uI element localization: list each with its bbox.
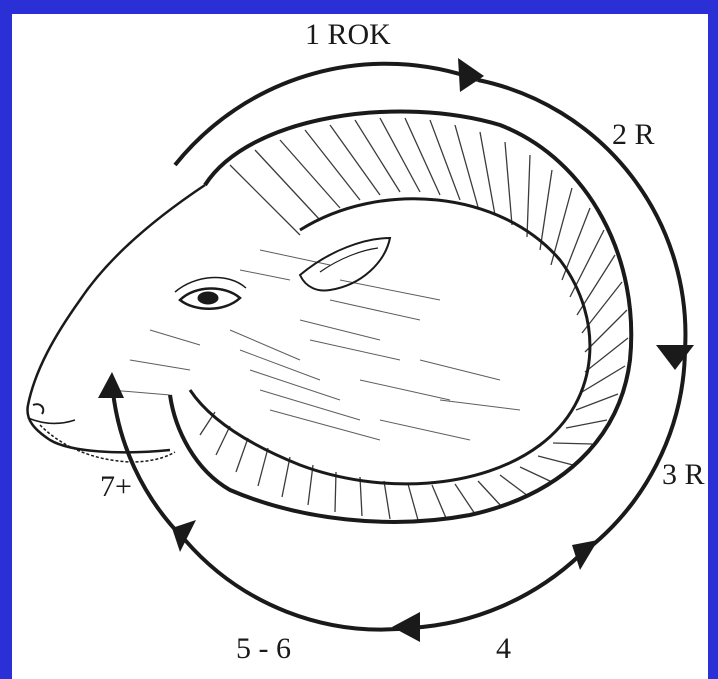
arrowhead-2 bbox=[656, 345, 694, 370]
label-year-7-plus: 7+ bbox=[100, 470, 132, 504]
arrowhead-4 bbox=[392, 612, 420, 642]
label-year-2: 2 R bbox=[612, 118, 655, 152]
growth-arrows bbox=[112, 64, 685, 630]
growth-arc-bottom bbox=[185, 540, 580, 630]
arrowhead-1 bbox=[458, 58, 484, 92]
arrowhead-3 bbox=[572, 540, 598, 570]
ram-head-illustration bbox=[27, 112, 631, 522]
label-year-5-6: 5 - 6 bbox=[236, 632, 291, 666]
label-year-4: 4 bbox=[496, 632, 511, 666]
label-year-3: 3 R bbox=[662, 458, 705, 492]
arrowhead-6 bbox=[98, 372, 124, 398]
label-year-1: 1 ROK bbox=[305, 18, 391, 52]
